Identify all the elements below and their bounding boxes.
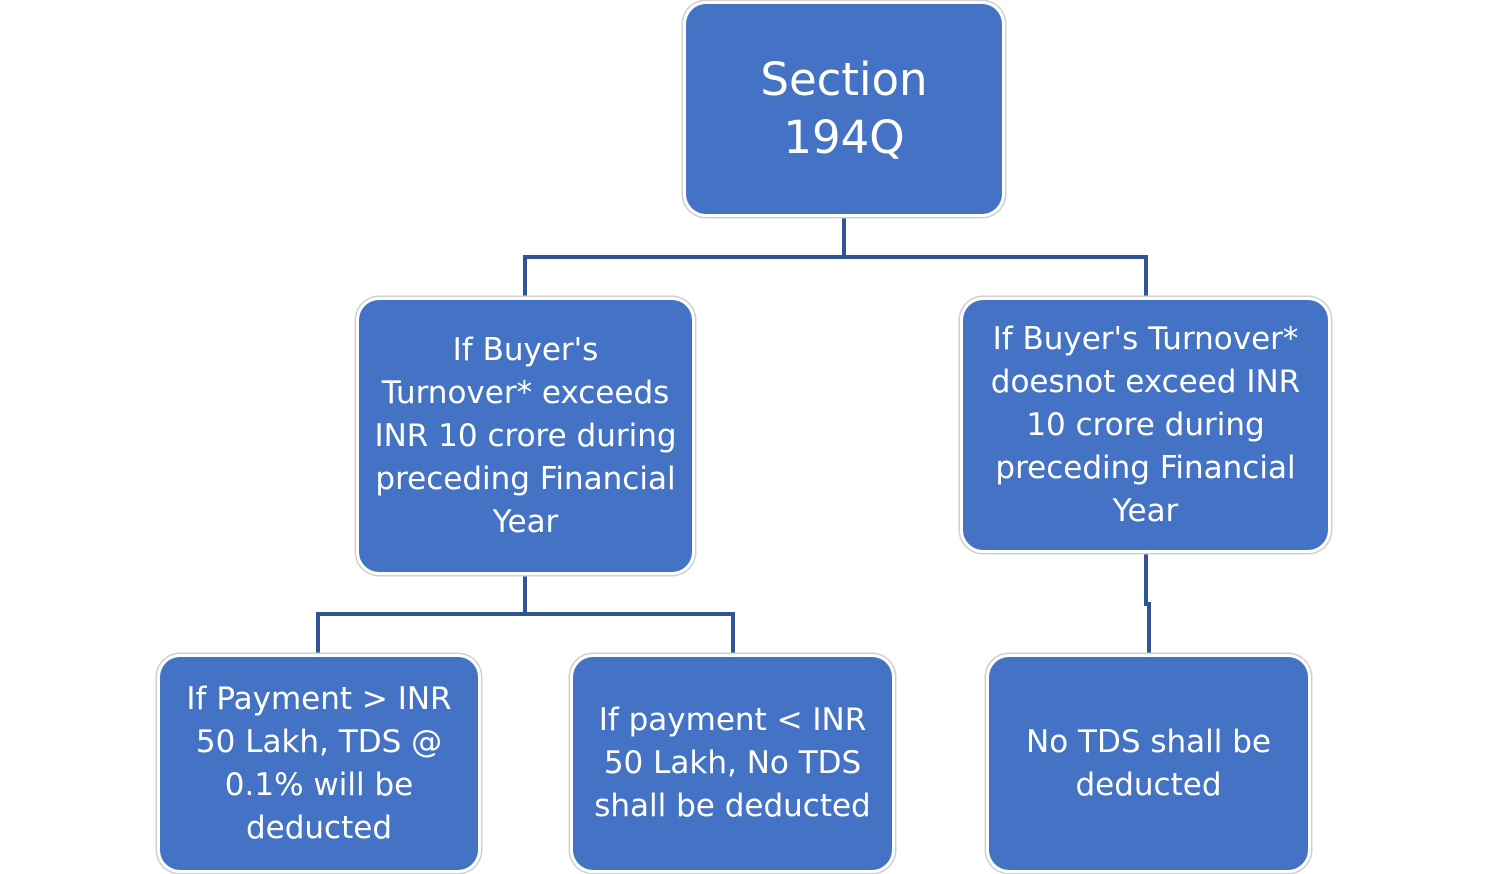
leaf-no-tds: No TDS shall be deducted: [989, 657, 1308, 870]
leaf-payment-above-text: If Payment > INR 50 Lakh, TDS @ 0.1% wil…: [186, 680, 452, 846]
root-title-line1: Section: [760, 53, 928, 106]
connector-right-to-leaf: [1144, 550, 1151, 657]
branch-turnover-exceeds: If Buyer's Turnover* exceeds INR 10 cror…: [359, 300, 692, 572]
branch-turnover-exceeds-text: If Buyer's Turnover* exceeds INR 10 cror…: [374, 331, 677, 540]
connector-root-to-branches: [523, 214, 846, 300]
connector-left-to-leaves: [316, 572, 527, 657]
connector-root-to-right: [844, 255, 1148, 300]
leaf-payment-below-text: If payment < INR 50 Lakh, No TDS shall b…: [594, 702, 871, 824]
root-node-section-194q: Section 194Q: [686, 4, 1002, 214]
connector-left-to-leaf2: [525, 612, 735, 657]
leaf-payment-below-50-lakh: If payment < INR 50 Lakh, No TDS shall b…: [573, 657, 892, 870]
branch-turnover-not-exceed-text: If Buyer's Turnover* doesnot exceed INR …: [990, 320, 1301, 529]
branch-turnover-not-exceed: If Buyer's Turnover* doesnot exceed INR …: [963, 300, 1328, 550]
leaf-payment-above-50-lakh: If Payment > INR 50 Lakh, TDS @ 0.1% wil…: [160, 657, 478, 870]
root-title-line2: 194Q: [783, 111, 905, 164]
leaf-no-tds-text: No TDS shall be deducted: [1026, 723, 1271, 803]
